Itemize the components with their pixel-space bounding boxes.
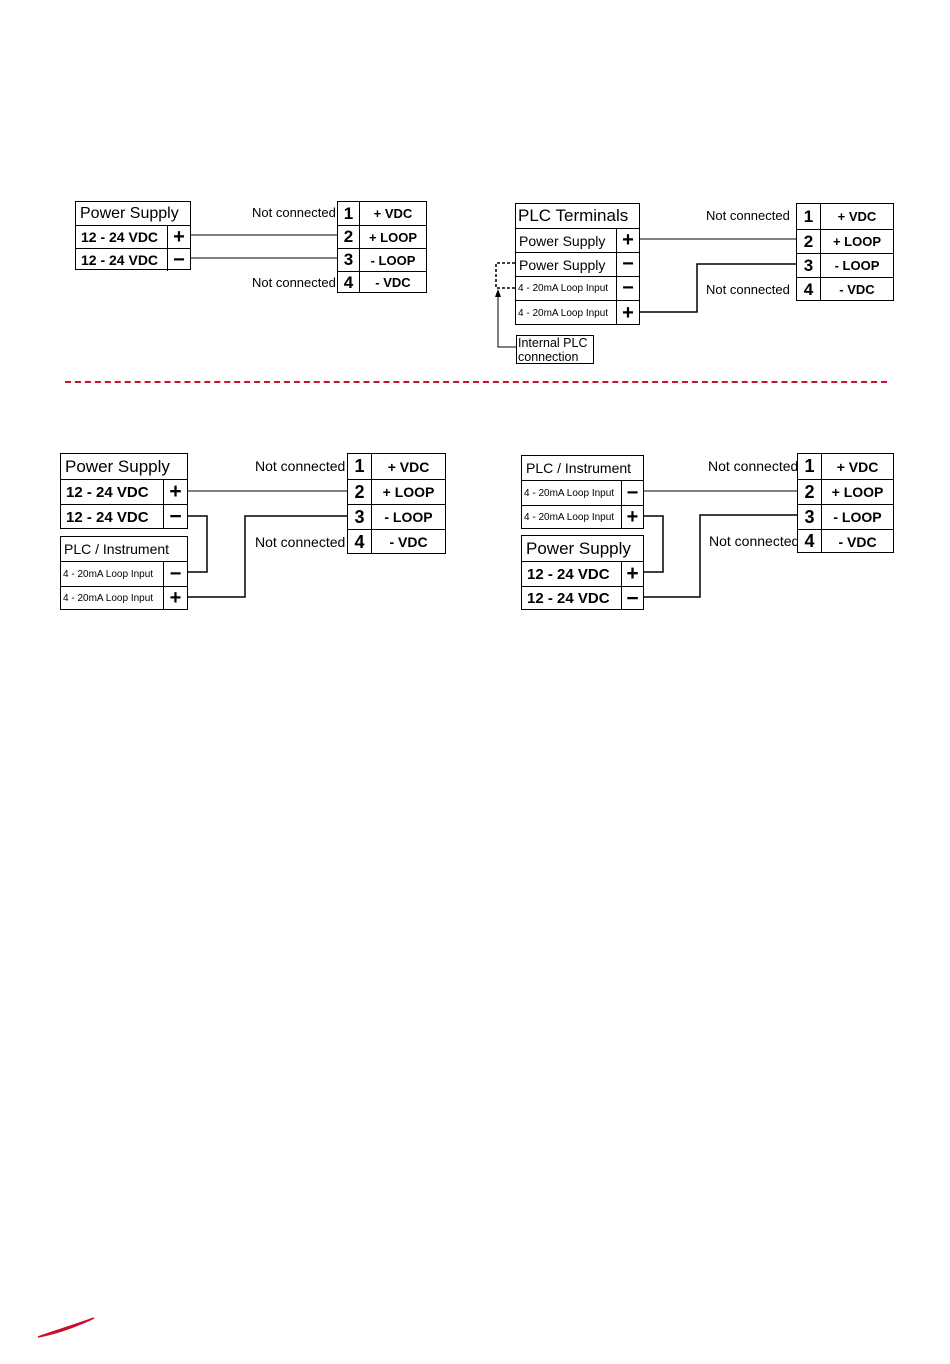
- plc-instrument-box: PLC / Instrument 4 - 20mA Loop Input − 4…: [521, 455, 644, 529]
- loop-positive-label: 4 - 20mA Loop Input: [518, 307, 609, 319]
- supply-negative-label: 12 - 24 VDC: [66, 508, 149, 526]
- ps-positive-label: Power Supply: [519, 232, 606, 249]
- terminal-number: 2: [798, 480, 822, 504]
- minus-icon: −: [163, 562, 187, 586]
- terminal-label: + VDC: [836, 458, 879, 475]
- terminal-label: - VDC: [839, 282, 875, 297]
- terminal-number: 1: [348, 454, 372, 479]
- not-connected-label: Not connected: [709, 533, 800, 549]
- loop-positive-label: 4 - 20mA Loop Input: [524, 512, 615, 523]
- terminal-number: 4: [797, 278, 821, 301]
- wire-d2-internal-link: [495, 262, 515, 289]
- loop-positive-label: 4 - 20mA Loop Input: [63, 593, 154, 604]
- power-supply-title: Power Supply: [65, 456, 170, 476]
- minus-icon: −: [616, 277, 639, 300]
- supply-negative-label: 12 - 24 VDC: [81, 252, 159, 268]
- callout-leader: [497, 292, 517, 348]
- terminal-label: + VDC: [837, 209, 877, 224]
- not-connected-label: Not connected: [708, 458, 799, 474]
- terminal-number: 3: [797, 254, 821, 277]
- power-supply-box: Power Supply 12 - 24 VDC + 12 - 24 VDC −: [60, 453, 188, 529]
- instrument-title: PLC / Instrument: [526, 460, 632, 476]
- plus-icon: +: [621, 506, 643, 529]
- not-connected-label: Not connected: [255, 458, 346, 474]
- terminal-number: 1: [338, 202, 360, 225]
- supply-negative-label: 12 - 24 VDC: [527, 590, 610, 607]
- plc-terminals-title: PLC Terminals: [518, 206, 629, 225]
- wire-d2-loop-positive: [639, 263, 797, 313]
- minus-icon: −: [163, 505, 187, 529]
- loop-negative-label: 4 - 20mA Loop Input: [63, 568, 154, 580]
- terminal-number: 2: [797, 230, 821, 253]
- wire-d4-loop-positive: [643, 515, 664, 573]
- minus-icon: −: [616, 253, 639, 276]
- terminal-number: 4: [348, 530, 372, 554]
- supply-positive-label: 12 - 24 VDC: [81, 229, 159, 245]
- terminal-number: 3: [798, 505, 822, 529]
- not-connected-label: Not connected: [706, 282, 790, 297]
- wire-d3-supply-negative: [187, 515, 208, 573]
- terminal-label: + VDC: [373, 206, 413, 221]
- plus-icon: +: [616, 229, 639, 252]
- terminal-label: + LOOP: [368, 229, 418, 245]
- minus-icon: −: [621, 481, 643, 505]
- terminal-number: 4: [798, 530, 822, 553]
- terminal-label: - LOOP: [833, 509, 882, 525]
- section-divider: [65, 381, 887, 383]
- terminal-label: + LOOP: [832, 234, 882, 249]
- terminal-block: 1 + VDC 2 + LOOP 3 - LOOP 4 - VDC: [347, 453, 446, 554]
- supply-positive-label: 12 - 24 VDC: [66, 483, 149, 501]
- minus-icon: −: [167, 249, 190, 271]
- power-supply-box: Power Supply 12 - 24 VDC + 12 - 24 VDC −: [521, 535, 644, 610]
- terminal-block: 1 + VDC 2 + LOOP 3 - LOOP 4 - VDC: [797, 453, 894, 553]
- minus-icon: −: [621, 587, 643, 610]
- plus-icon: +: [163, 587, 187, 610]
- not-connected-label: Not connected: [252, 275, 336, 290]
- ps-negative-label: Power Supply: [519, 256, 606, 273]
- plus-icon: +: [621, 562, 643, 586]
- plc-instrument-box: PLC / Instrument 4 - 20mA Loop Input − 4…: [60, 536, 188, 610]
- terminal-block: 1 + VDC 2 + LOOP 3 - LOOP 4 - VDC: [337, 201, 427, 293]
- terminal-number: 3: [338, 249, 360, 271]
- plus-icon: +: [616, 301, 639, 325]
- terminal-label: - LOOP: [384, 509, 433, 525]
- terminal-label: - LOOP: [370, 252, 416, 268]
- instrument-title: PLC / Instrument: [64, 541, 170, 557]
- terminal-label: - VDC: [838, 533, 877, 550]
- terminal-number: 3: [348, 505, 372, 529]
- terminal-number: 2: [348, 480, 372, 504]
- plus-icon: +: [163, 480, 187, 504]
- wire-d3-loop-positive: [187, 515, 347, 598]
- power-supply-title: Power Supply: [80, 204, 179, 222]
- loop-negative-label: 4 - 20mA Loop Input: [518, 283, 609, 294]
- terminal-label: + LOOP: [831, 484, 884, 500]
- terminal-number: 1: [798, 454, 822, 479]
- internal-plc-connection-callout: Internal PLC connection: [516, 335, 594, 364]
- terminal-number: 1: [797, 204, 821, 229]
- supply-positive-label: 12 - 24 VDC: [527, 565, 610, 583]
- power-supply-box: Power Supply 12 - 24 VDC + 12 - 24 VDC −: [75, 201, 191, 271]
- plc-terminals-box: PLC Terminals Power Supply + Power Suppl…: [515, 203, 640, 325]
- terminal-label: - LOOP: [834, 258, 880, 273]
- terminal-number: 4: [338, 272, 360, 293]
- terminal-label: - VDC: [389, 534, 428, 550]
- power-supply-title: Power Supply: [526, 538, 631, 558]
- wire-d4-supply-negative: [643, 514, 798, 598]
- terminal-number: 2: [338, 226, 360, 248]
- terminal-label: + LOOP: [382, 484, 435, 500]
- loop-negative-label: 4 - 20mA Loop Input: [524, 487, 615, 499]
- terminal-label: + VDC: [387, 458, 430, 475]
- not-connected-label: Not connected: [706, 208, 790, 223]
- plus-icon: +: [167, 226, 190, 248]
- terminal-block: 1 + VDC 2 + LOOP 3 - LOOP 4 - VDC: [796, 203, 894, 301]
- not-connected-label: Not connected: [252, 205, 336, 220]
- not-connected-label: Not connected: [255, 534, 346, 550]
- callout-arrowhead: [495, 289, 501, 297]
- terminal-label: - VDC: [375, 275, 411, 290]
